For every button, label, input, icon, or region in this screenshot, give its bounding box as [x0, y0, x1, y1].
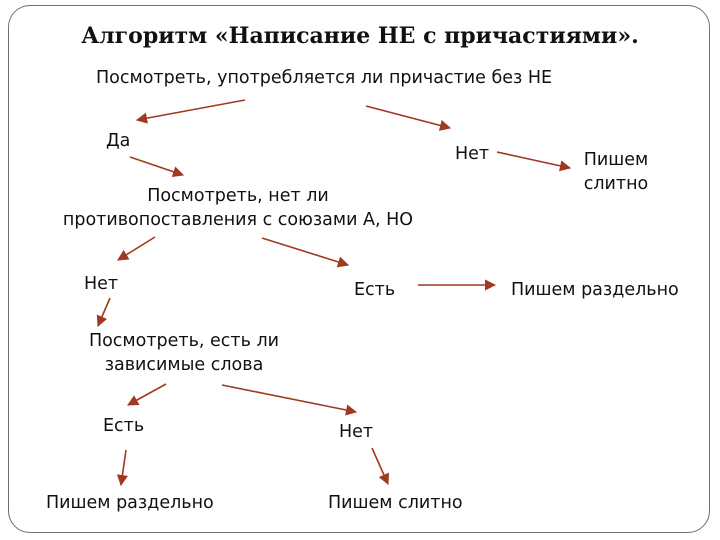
answer-yes-1: Да: [106, 131, 131, 151]
arrow-yes3-to-result: [116, 449, 128, 487]
answer-yes-3: Есть: [103, 416, 145, 436]
arrow-q2-to-yes: [261, 237, 350, 268]
question-3: Посмотреть, есть ли зависимые слова: [64, 329, 304, 377]
question-2-line-1: Посмотреть, нет ли: [147, 186, 329, 206]
result-no-1-line-1: Пишем: [583, 150, 649, 170]
diagram-title: Алгоритм «Написание НЕ с причастиями».: [81, 23, 639, 49]
answer-no-3: Нет: [339, 422, 374, 442]
result-no-1-line-2: слитно: [583, 174, 649, 194]
question-3-line-2: зависимые слова: [104, 355, 264, 375]
arrow-q2-to-no: [117, 236, 156, 261]
slide-frame: [8, 5, 710, 533]
question-2-line-2: противопоставления с союзами А, НО: [62, 210, 414, 230]
answer-yes-2: Есть: [354, 280, 396, 300]
arrow-q1-to-no: [365, 105, 452, 131]
arrow-no2-to-q3: [96, 297, 111, 328]
arrow-no3-to-result: [371, 447, 390, 486]
answer-no-1: Нет: [455, 144, 490, 164]
result-yes-2: Пишем раздельно: [511, 280, 679, 300]
result-no-1: Пишем слитно: [568, 148, 664, 196]
answer-no-2: Нет: [84, 274, 119, 294]
result-yes-3: Пишем раздельно: [46, 493, 214, 513]
arrow-q3-to-yes: [127, 383, 167, 406]
result-no-3: Пишем слитно: [328, 493, 463, 513]
arrow-no1-to-result: [496, 151, 572, 172]
question-3-line-1: Посмотреть, есть ли: [88, 331, 280, 351]
arrow-q3-to-no: [221, 384, 358, 416]
arrow-q1-to-yes: [135, 99, 246, 124]
question-2: Посмотреть, нет ли противопоставления с …: [28, 184, 448, 232]
arrow-yes1-to-q2: [129, 156, 185, 178]
question-1: Посмотреть, употребляется ли причастие б…: [96, 68, 553, 88]
